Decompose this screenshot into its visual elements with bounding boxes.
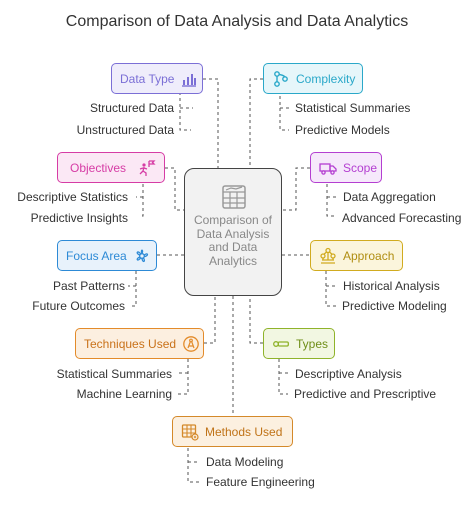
node-types: Types <box>263 328 335 359</box>
scope-item-2: Advanced Forecasting <box>342 211 462 225</box>
types-item-2: Predictive and Prescriptive <box>294 387 437 401</box>
node-data-type: Data Type <box>111 63 203 94</box>
node-techniques-used: Techniques Used <box>75 328 204 359</box>
methods-used-item-1: Data Modeling <box>206 455 284 469</box>
techniques-used-item-1: Statistical Summaries <box>56 367 172 381</box>
compass-icon <box>183 335 199 352</box>
techniques-used-item-2: Machine Learning <box>76 387 172 401</box>
bar-chart-icon <box>182 73 197 87</box>
complexity-item-1: Statistical Summaries <box>295 101 411 115</box>
objectives-item-2: Predictive Insights <box>30 211 128 225</box>
node-label: Data Type <box>120 71 175 86</box>
node-label: Types <box>296 336 329 351</box>
center-node: Comparison of Data Analysis and Data Ana… <box>184 168 282 296</box>
center-label: Comparison of Data Analysis and Data Ana… <box>193 213 273 268</box>
node-label: Scope <box>343 160 378 175</box>
flower-icon <box>136 248 148 262</box>
diagram-title: Comparison of Data Analysis and Data Ana… <box>65 13 409 30</box>
types-item-1: Descriptive Analysis <box>295 367 402 381</box>
node-label: Methods Used <box>205 424 283 439</box>
goal-runner-icon <box>139 159 156 176</box>
node-label: Objectives <box>70 160 127 175</box>
node-label: Techniques Used <box>84 336 177 351</box>
data-type-item-1: Structured Data <box>89 101 174 115</box>
methods-used-item-2: Feature Engineering <box>206 475 315 489</box>
branch-icon <box>274 70 288 87</box>
node-approach: Approach <box>310 240 403 271</box>
node-objectives: Objectives <box>57 152 165 183</box>
key-icon <box>273 340 289 347</box>
spreadsheet-icon <box>181 423 199 441</box>
approach-item-1: Historical Analysis <box>343 279 440 293</box>
complexity-item-2: Predictive Models <box>295 123 390 137</box>
node-focus-area: Focus Area <box>57 240 157 271</box>
objectives-item-1: Descriptive Statistics <box>17 190 128 204</box>
node-label: Complexity <box>296 71 356 86</box>
node-label: Focus Area <box>66 248 127 263</box>
data-type-item-2: Unstructured Data <box>76 123 174 137</box>
table-chart-icon <box>222 185 246 209</box>
scope-item-1: Data Aggregation <box>343 190 436 204</box>
focus-area-item-2: Future Outcomes <box>32 299 125 313</box>
node-label: Approach <box>343 248 395 263</box>
hierarchy-icon <box>320 247 336 264</box>
truck-icon <box>319 162 337 175</box>
node-methods-used: Methods Used <box>172 416 293 447</box>
focus-area-item-1: Past Patterns <box>52 279 125 293</box>
approach-item-2: Predictive Modeling <box>342 299 447 313</box>
node-complexity: Complexity <box>263 63 363 94</box>
node-scope: Scope <box>310 152 382 183</box>
